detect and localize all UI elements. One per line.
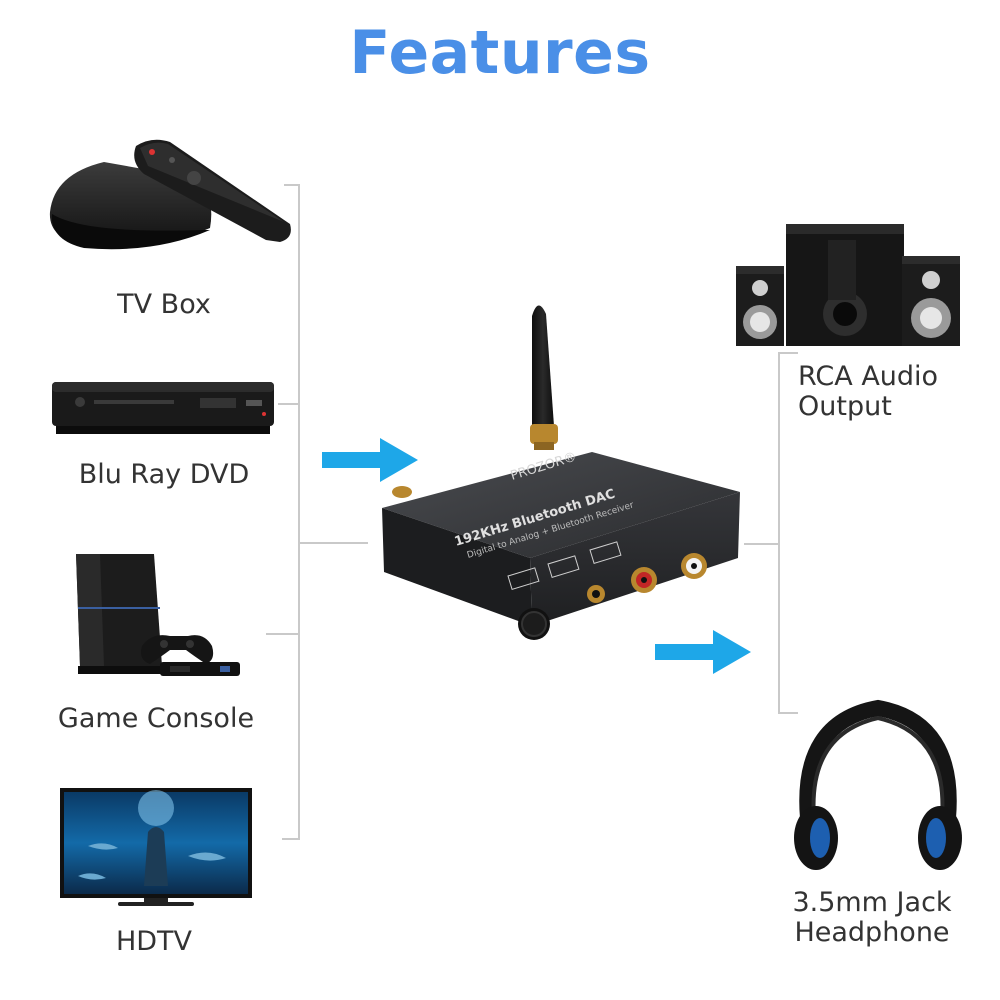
output-label-headphone-line2: Headphone (794, 917, 950, 948)
right-tick-headphone (778, 712, 798, 714)
hdtv-icon (60, 788, 252, 906)
input-arrow-icon (322, 438, 418, 482)
game-console-icon (76, 554, 240, 676)
left-tick-hdtv (282, 838, 300, 840)
bluray-player-icon (52, 382, 274, 434)
input-label-bluray: Blu Ray DVD (78, 459, 250, 490)
headphone-icon (794, 699, 962, 870)
output-arrow-icon (655, 630, 751, 674)
left-tick-console (266, 633, 300, 635)
right-bracket-vertical (778, 352, 780, 714)
right-center-connector (744, 543, 780, 545)
speakers-icon (736, 224, 960, 346)
input-label-console: Game Console (57, 703, 255, 734)
output-label-headphone-line1: 3.5mm Jack (792, 887, 952, 918)
page-title: Features (349, 18, 651, 88)
left-bracket-vertical (298, 184, 300, 840)
right-tick-speakers (778, 352, 798, 354)
tv-box-icon (49, 139, 291, 250)
output-label-rca-line2: Output (798, 391, 892, 422)
left-center-connector (298, 542, 368, 544)
output-label-rca-line1: RCA Audio (798, 361, 939, 392)
dac-device-image: PROZOR® 192KHz Bluetooth DAC Digital to … (382, 305, 740, 640)
input-label-hdtv: HDTV (115, 926, 193, 957)
left-tick-bluray (278, 403, 300, 405)
left-tick-tv-box (284, 184, 300, 186)
input-label-tv-box: TV Box (117, 289, 211, 320)
